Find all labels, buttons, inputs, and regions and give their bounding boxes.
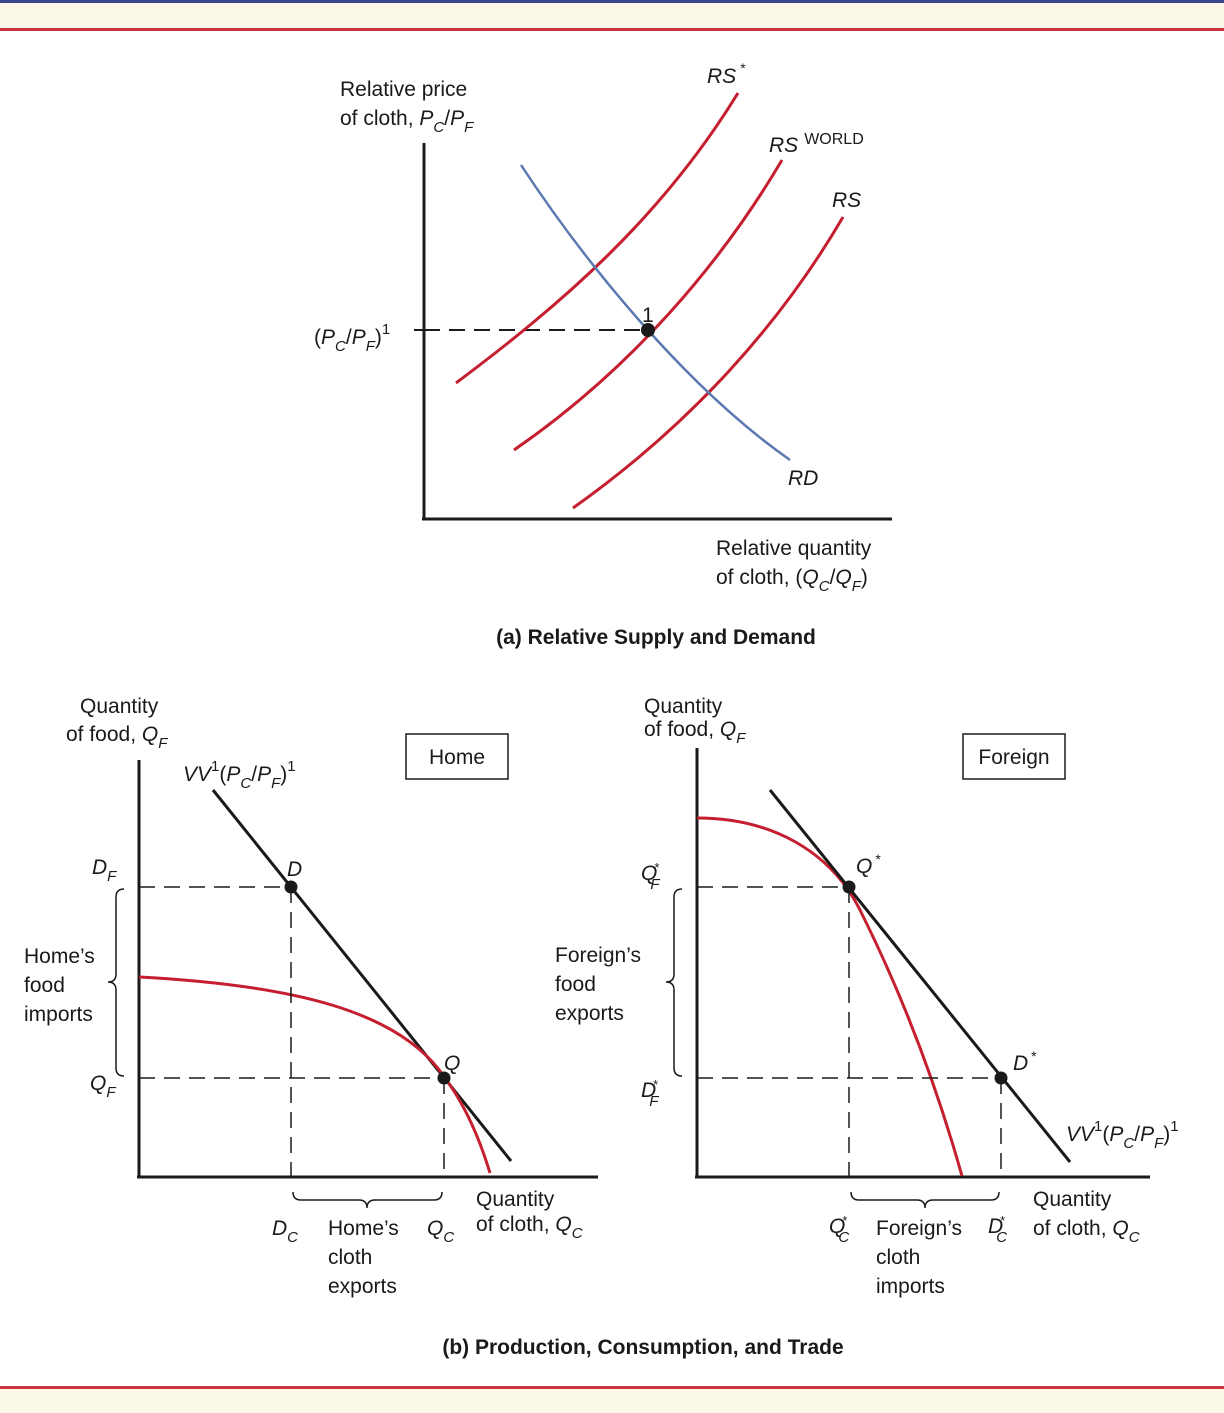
home-tick-qf: QF	[90, 1072, 116, 1101]
panel-a-price-tick-label: (PC/PF)1	[314, 321, 390, 355]
top-border-red	[0, 28, 1224, 31]
home-food-imports-label-3: imports	[24, 1003, 93, 1026]
rs-foreign-label: RS*	[707, 60, 746, 88]
top-band	[0, 0, 1224, 29]
home-tick-df: DF	[92, 856, 117, 885]
foreign-point-q	[842, 880, 856, 894]
home-vv-label: VV1(PC/PF)1	[183, 758, 296, 792]
home-tick-dc: DC	[272, 1217, 298, 1246]
panel-b-foreign: Quantity of food, QF Foreign Q* D* Q*F D…	[555, 695, 1179, 1298]
foreign-food-exports-label-3: exports	[555, 1002, 624, 1025]
foreign-x-axis-label-line1: Quantity	[1033, 1188, 1112, 1211]
home-point-q	[437, 1071, 451, 1085]
panel-a-x-axis-label-line1: Relative quantity	[716, 537, 872, 560]
foreign-cloth-imports-brace	[850, 1191, 1000, 1209]
home-vv-line	[211, 789, 513, 1162]
rd-label: RD	[788, 467, 818, 490]
foreign-y-axis-label-line2: of food, QF	[644, 718, 746, 747]
home-box	[405, 733, 509, 780]
rs-world-curve	[513, 159, 784, 452]
foreign-x-axis-label-line2: of cloth, QC	[1033, 1217, 1140, 1246]
home-ppf-curve	[138, 975, 492, 1174]
foreign-point-d	[994, 1071, 1008, 1085]
panel-a: Relative price of cloth, PC/PF Relative …	[314, 60, 892, 649]
rs-home-label: RS	[832, 189, 861, 212]
foreign-box-label: Foreign	[978, 746, 1049, 769]
panel-a-y-axis-label-line2: of cloth, PC/PF	[340, 107, 474, 136]
home-box-label: Home	[429, 746, 485, 769]
foreign-y-axis-label-line1: Quantity	[644, 695, 723, 718]
foreign-food-exports-label-2: food	[555, 973, 596, 996]
home-cloth-exports-label-1: Home’s	[328, 1217, 399, 1240]
foreign-ppf-curve	[696, 816, 964, 1177]
foreign-tick-qc: Q*C	[829, 1213, 849, 1246]
panel-b-home: Quantity of food, QF Home VV1(PC/PF)1 D …	[24, 695, 598, 1298]
bottom-band	[0, 1387, 1224, 1413]
rs-foreign-curve	[455, 92, 740, 385]
foreign-cloth-imports-label-2: cloth	[876, 1246, 920, 1269]
equilibrium-label: 1	[642, 304, 654, 327]
home-food-imports-label-2: food	[24, 974, 65, 997]
panel-b-caption: (b) Production, Consumption, and Trade	[442, 1336, 843, 1359]
foreign-tick-qf: Q*F	[641, 860, 660, 893]
home-cloth-exports-label-3: exports	[328, 1275, 397, 1298]
panel-a-x-axis-label-line2: of cloth, (QC/QF)	[716, 566, 868, 595]
home-x-axis-label-line1: Quantity	[476, 1188, 555, 1211]
home-x-axis-label-line2: of cloth, QC	[476, 1213, 583, 1242]
foreign-food-exports-brace	[665, 888, 683, 1077]
home-food-imports-label-1: Home’s	[24, 945, 95, 968]
home-y-axis-label-line1: Quantity	[80, 695, 159, 718]
foreign-tick-df: D*F	[641, 1077, 659, 1110]
home-y-axis-label-line2: of food, QF	[66, 723, 168, 752]
home-cloth-exports-label-2: cloth	[328, 1246, 372, 1269]
foreign-box	[962, 733, 1066, 780]
home-point-q-label: Q	[444, 1052, 460, 1075]
home-point-d	[284, 880, 298, 894]
foreign-food-exports-label-1: Foreign’s	[555, 944, 641, 967]
home-food-imports-brace	[107, 888, 125, 1077]
foreign-vv-line	[768, 789, 1072, 1163]
home-tick-qc: QC	[427, 1217, 454, 1246]
rs-home-curve	[572, 216, 845, 510]
foreign-vv-label: VV1(PC/PF)1	[1066, 1118, 1179, 1152]
home-point-d-label: D	[287, 858, 302, 881]
top-border-blue	[0, 0, 1224, 3]
foreign-point-d-label: D*	[1013, 1048, 1037, 1075]
bottom-border-red	[0, 1386, 1224, 1389]
panel-a-y-axis-label-line1: Relative price	[340, 78, 467, 101]
panel-a-caption: (a) Relative Supply and Demand	[496, 626, 816, 649]
foreign-cloth-imports-label-3: imports	[876, 1275, 945, 1298]
home-cloth-exports-brace	[292, 1191, 443, 1209]
equilibrium-point-1	[641, 323, 655, 337]
foreign-point-q-label: Q*	[856, 851, 881, 878]
foreign-cloth-imports-label-1: Foreign’s	[876, 1217, 962, 1240]
foreign-tick-dc: D*C	[988, 1213, 1007, 1246]
